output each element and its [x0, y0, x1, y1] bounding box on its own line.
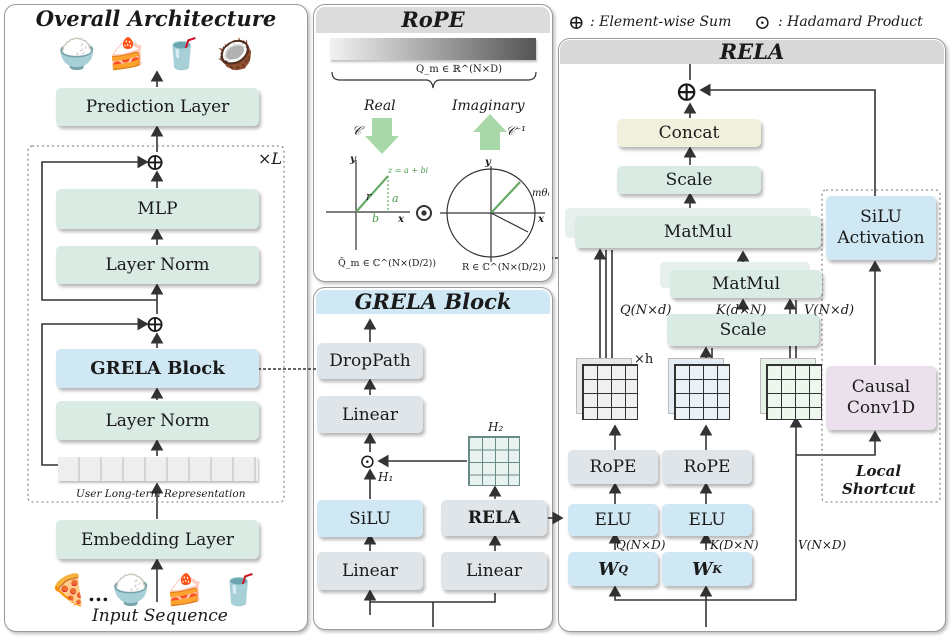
- rope-b-label: b: [372, 212, 380, 225]
- pizza-icon: 🍕: [50, 573, 88, 608]
- rope-title-bar: [316, 7, 550, 33]
- drink-cup-icon: 🥤: [220, 573, 258, 608]
- causal-conv-box: Causal Conv1D: [826, 366, 936, 430]
- silu-activation-box: SiLU Activation: [826, 196, 936, 260]
- causal-line1: Causal: [851, 376, 911, 397]
- rice-bowl-icon: 🍚: [112, 573, 150, 608]
- mlp-box: MLP: [56, 189, 259, 229]
- wk-subscript: K: [712, 562, 722, 576]
- silu-box: SiLU: [317, 500, 423, 537]
- linear-left-box: Linear: [317, 552, 423, 590]
- user-repr-label: User Long-term Representation: [76, 488, 246, 500]
- embedding-layer: Embedding Layer: [56, 520, 259, 559]
- coconut-icon: 🥥: [216, 37, 254, 72]
- wq-label: W: [598, 558, 619, 580]
- sum-legend-symbol: ⊕: [568, 10, 585, 34]
- elu-q-box: ELU: [568, 504, 658, 536]
- h1-label: H₁: [378, 470, 394, 484]
- rope-q-label: Q_m ∈ ℝ^(N×D): [416, 64, 503, 75]
- input-sequence-label: Input Sequence: [92, 606, 228, 626]
- rope-query-strip: [330, 38, 536, 60]
- overall-title: Overall Architecture: [35, 6, 277, 31]
- layer-norm-bottom: Layer Norm: [56, 401, 259, 440]
- rice-bowl-icon: 🍚: [58, 37, 96, 72]
- rope-z-label: z = a + bi: [388, 166, 429, 175]
- matmul-top-box: MatMul: [575, 216, 821, 248]
- sum-rela-icon: ⊕: [675, 75, 699, 108]
- drink-cup-icon: 🥤: [163, 37, 201, 72]
- rope-c-inv-label: 𝒞⁻¹: [506, 124, 526, 138]
- ellipsis: ...: [88, 582, 109, 606]
- cake-icon: 🍰: [108, 37, 146, 72]
- rope-k-box: RoPE: [662, 450, 752, 484]
- rope-theta-label: mθᵢ: [532, 188, 550, 199]
- sum-legend-text: : Element-wise Sum: [590, 14, 732, 30]
- rope-x2-label: x: [538, 214, 544, 225]
- rope-c-label: 𝒞: [352, 124, 362, 139]
- rela-title-bar: [560, 40, 944, 64]
- cake-icon: 🍰: [166, 573, 204, 608]
- rela-title: RELA: [719, 39, 785, 64]
- repeat-label: ×L: [258, 149, 283, 168]
- hadamard-legend-symbol: ⊙: [754, 10, 771, 34]
- silu-activation-line1: SiLU: [860, 206, 902, 227]
- rope-r-label: r: [366, 190, 372, 203]
- grela-title-bar: [316, 290, 550, 314]
- rope-r-matrix-label: R ∈ ℂ^(N×(D/2)): [462, 262, 546, 273]
- sum-top-icon: ⊕: [145, 148, 166, 176]
- rope-real-label: Real: [364, 98, 396, 114]
- h2-grid: [468, 436, 520, 486]
- rope-title: RoPE: [401, 7, 465, 32]
- wk-label: W: [692, 558, 713, 580]
- rope-a-label: a: [392, 192, 399, 205]
- matmul-inner-box: MatMul: [670, 270, 822, 298]
- rope-imag-label: Imaginary: [452, 98, 525, 114]
- q-nd-label: Q(N×d): [620, 303, 672, 318]
- grela-title: GRELA Block: [354, 289, 512, 314]
- k-DN-label: K(D×N): [710, 538, 759, 552]
- local-shortcut-line2: Shortcut: [842, 480, 916, 498]
- hadamard-icon: ⊙: [359, 449, 376, 473]
- user-repr-strip: [58, 457, 258, 481]
- q-ND-label: Q(N×D): [616, 538, 666, 552]
- rope-q-box: RoPE: [568, 450, 658, 484]
- prediction-layer: Prediction Layer: [56, 88, 259, 126]
- hadamard-legend-text: : Hadamard Product: [778, 14, 923, 30]
- layer-norm-top: Layer Norm: [56, 246, 259, 284]
- linear-top-box: Linear: [317, 396, 423, 433]
- v-ND-label: V(N×D): [798, 538, 847, 552]
- v-nd-label: V(N×d): [804, 303, 855, 318]
- scale-inner-box: Scale: [667, 314, 819, 346]
- q-grid-stack: [576, 358, 638, 420]
- v-grid-stack: [760, 358, 822, 420]
- h2-label: H₂: [488, 420, 504, 434]
- k-grid-stack: [668, 358, 730, 420]
- sum-bottom-icon: ⊕: [145, 310, 166, 338]
- wq-subscript: Q: [618, 562, 628, 576]
- droppath-box: DropPath: [317, 343, 423, 379]
- rope-x1-label: x: [398, 214, 404, 225]
- grela-block-box: GRELA Block: [56, 349, 259, 388]
- local-shortcut-line1: Local: [856, 462, 902, 480]
- causal-line2: Conv1D: [846, 398, 916, 418]
- rope-y1-label: y: [350, 154, 356, 165]
- concat-box: Concat: [617, 119, 761, 147]
- rope-y2-label: y: [485, 157, 491, 168]
- silu-activation-line2: Activation: [837, 228, 925, 248]
- linear-right-box: Linear: [441, 552, 547, 590]
- rope-qbar-label: Q̄_m ∈ ℂ^(N×(D/2)): [338, 258, 437, 269]
- rela-box: RELA: [441, 500, 547, 536]
- k-dn-label: K(d×N): [716, 303, 767, 318]
- elu-k-box: ELU: [662, 504, 752, 536]
- times-h-label: ×h: [634, 352, 654, 367]
- scale-top-box: Scale: [617, 166, 761, 194]
